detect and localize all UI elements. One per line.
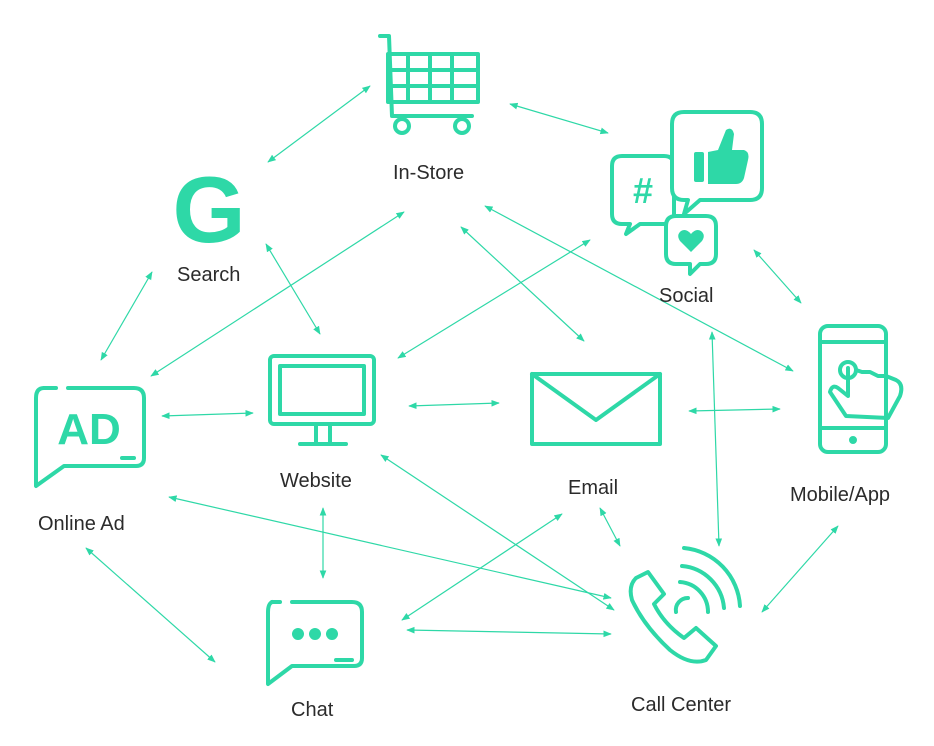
chat-bubble-icon (266, 600, 364, 686)
node-label-search: Search (177, 264, 241, 286)
node-label-social: Social (659, 285, 714, 307)
node-label-chat: Chat (291, 699, 334, 721)
envelope-icon (530, 372, 662, 446)
connector-instore-email (460, 226, 585, 342)
monitor-icon (268, 354, 376, 446)
node-label-in-store: In-Store (393, 162, 465, 184)
connector-instore-mobile (484, 205, 794, 372)
shopping-cart-icon (378, 34, 480, 135)
connector-website-email (408, 399, 500, 410)
connector-instore-onlinead (150, 211, 405, 377)
connector-email-chat (401, 513, 563, 621)
heart-icon (678, 230, 704, 252)
connector-search-website (265, 243, 321, 335)
hashtag-icon: # (633, 170, 653, 211)
connector-onlinead-callcenter (168, 495, 612, 600)
node-label-mobile-app: Mobile/App (790, 484, 891, 506)
ad-glyph: AD (57, 405, 121, 454)
connector-instore-social (509, 102, 609, 135)
connector-search-instore (267, 85, 371, 163)
phone-call-icon (628, 546, 742, 664)
ad-text-icon: AD (57, 405, 121, 454)
thumbs-up-icon (694, 128, 749, 184)
connectors (85, 85, 839, 663)
connector-email-callcenter (599, 507, 621, 547)
connector-social-website (397, 239, 591, 359)
ad-bubble-icon (34, 386, 146, 488)
connector-search-onlinead (100, 271, 153, 361)
connector-social-callcenter (708, 331, 723, 547)
connector-email-mobile (688, 405, 781, 415)
smartphone-touch-icon (818, 324, 904, 454)
node-label-email: Email (568, 477, 619, 499)
connector-onlinead-website (161, 409, 254, 420)
connector-social-mobile (753, 249, 802, 304)
connector-onlinead-chat (85, 547, 216, 663)
node-label-online-ad: Online Ad (38, 513, 125, 535)
connector-chat-callcenter (406, 626, 612, 638)
node-label-call-center: Call Center (631, 694, 732, 716)
node-label-website: Website (280, 470, 352, 492)
google-g-icon: G (172, 157, 245, 262)
connector-callcenter-mobile (761, 525, 839, 613)
google-g-glyph: G (172, 157, 245, 262)
hashtag-glyph: # (633, 170, 653, 211)
